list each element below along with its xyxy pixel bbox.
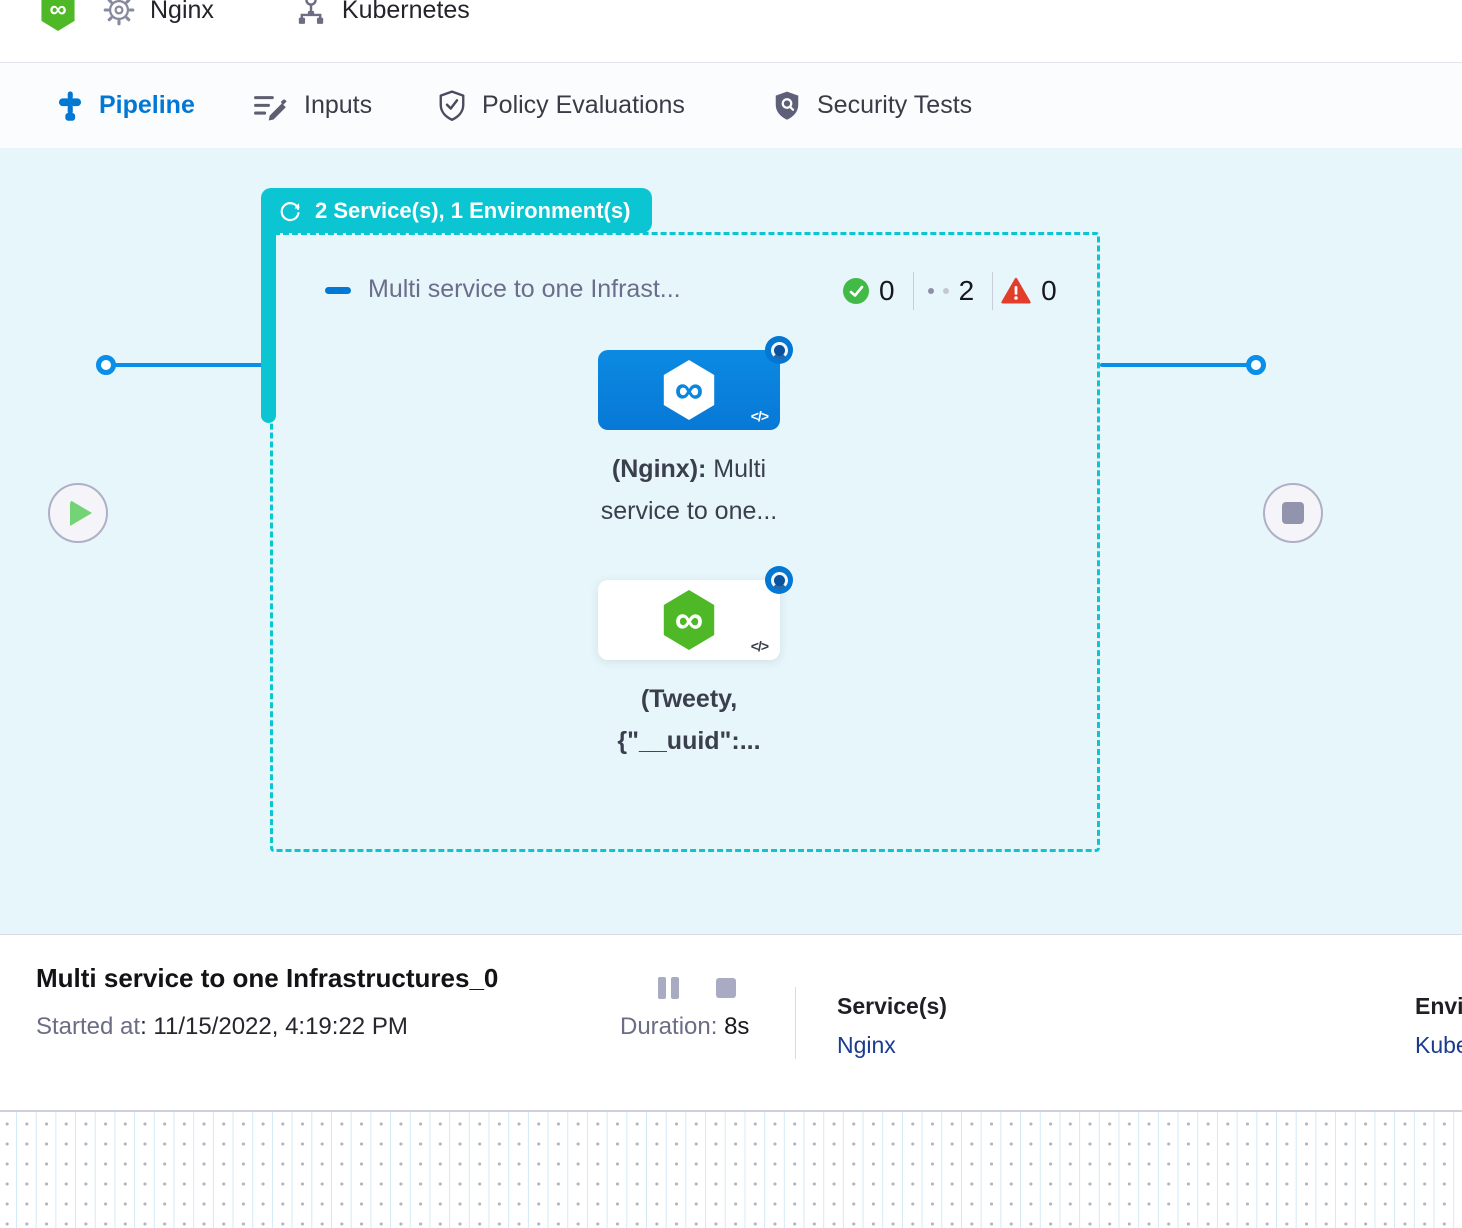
log-grid-canvas xyxy=(0,1110,1462,1228)
play-icon xyxy=(70,500,92,526)
stage-title[interactable]: Multi service to one Infrast... xyxy=(368,275,681,303)
started-at: Started at: 11/15/2022, 4:19:22 PM xyxy=(36,1013,408,1040)
success-count-icon xyxy=(843,278,869,304)
services-environments-badge[interactable]: 2 Service(s), 1 Environment(s) xyxy=(261,188,653,233)
execution-tabbar: Pipeline Inputs Policy Evaluations xyxy=(0,63,1462,209)
header-service-name[interactable]: Nginx xyxy=(150,0,214,24)
tab-pipeline-label: Pipeline xyxy=(99,91,195,119)
execution-footer: Multi service to one Infrastructures_0 S… xyxy=(0,934,1462,1110)
node-nginx-label: (Nginx): Multi service to one... xyxy=(600,455,778,525)
services-section: Service(s) Nginx xyxy=(837,993,947,1059)
abort-button[interactable] xyxy=(716,978,736,998)
service-link-nginx[interactable]: Nginx xyxy=(837,1032,896,1058)
harness-logo-icon: ∞ xyxy=(41,0,75,31)
services-label: Service(s) xyxy=(837,993,947,1019)
count-divider xyxy=(992,272,994,310)
tab-security-tests-label: Security Tests xyxy=(817,91,973,119)
success-count-value: 0 xyxy=(879,275,895,306)
code-step-icon: </> xyxy=(750,638,769,654)
environment-link[interactable]: Kube xyxy=(1415,1032,1462,1058)
duration: Duration: 8s xyxy=(620,1013,750,1040)
inputs-icon xyxy=(254,95,287,121)
running-count-icon xyxy=(927,288,949,294)
failed-count-value: 0 xyxy=(1041,275,1057,306)
footer-divider xyxy=(795,987,796,1059)
pipeline-icon xyxy=(58,90,82,121)
node-status-badge xyxy=(765,566,793,594)
end-connector-dot xyxy=(1246,355,1266,375)
harness-hexagon-icon: ∞ xyxy=(663,590,715,650)
failed-count-icon xyxy=(1001,277,1031,304)
edge-start-to-stage xyxy=(112,363,264,367)
stage-collapse-button[interactable] xyxy=(325,287,351,294)
node-status-badge xyxy=(765,336,793,364)
loop-icon xyxy=(280,201,300,221)
count-divider xyxy=(912,272,914,310)
run-title: Multi service to one Infrastructures_0 xyxy=(36,963,499,993)
environments-section: Envi Kube xyxy=(1415,993,1462,1059)
node-tweety-label: (Tweety, {"__uuid":... xyxy=(617,685,761,755)
tab-inputs[interactable]: Inputs xyxy=(253,63,372,148)
services-environments-badge-label: 2 Service(s), 1 Environment(s) xyxy=(315,197,631,223)
edge-stage-to-end xyxy=(1100,363,1266,367)
pipeline-start-node[interactable] xyxy=(48,483,108,543)
tab-policy-evaluations-label: Policy Evaluations xyxy=(482,91,685,119)
tab-pipeline[interactable]: Pipeline xyxy=(56,63,195,148)
tab-inputs-label: Inputs xyxy=(304,91,373,119)
shield-check-icon xyxy=(439,89,465,121)
pause-button[interactable] xyxy=(658,977,684,999)
stage-status-counts: 0 2 0 xyxy=(843,270,1067,312)
tab-security-tests[interactable]: Security Tests xyxy=(772,63,972,148)
pipeline-end-node[interactable] xyxy=(1263,483,1323,543)
shield-scan-icon xyxy=(775,91,799,120)
gear-icon xyxy=(103,0,135,26)
node-tweety-deploy[interactable]: ∞ </> xyxy=(598,566,793,660)
running-count-value: 2 xyxy=(958,275,975,306)
tab-policy-evaluations[interactable]: Policy Evaluations xyxy=(437,63,685,148)
start-connector-dot xyxy=(96,355,116,375)
header-environment-name[interactable]: Kubernetes xyxy=(341,0,470,24)
breadcrumb-header: ∞ Nginx xyxy=(0,0,1462,63)
stop-icon xyxy=(1282,502,1304,524)
pipeline-canvas: 2 Service(s), 1 Environment(s) Multi ser… xyxy=(0,148,1462,934)
node-nginx-deploy[interactable]: ∞ </> xyxy=(598,336,793,430)
stage-group-strip xyxy=(261,210,276,423)
stage-dashed-boundary xyxy=(270,232,1100,852)
environment-cluster-icon xyxy=(298,0,324,24)
environments-label: Envi xyxy=(1415,993,1462,1019)
code-step-icon: </> xyxy=(750,408,769,424)
harness-hexagon-icon: ∞ xyxy=(663,360,715,420)
